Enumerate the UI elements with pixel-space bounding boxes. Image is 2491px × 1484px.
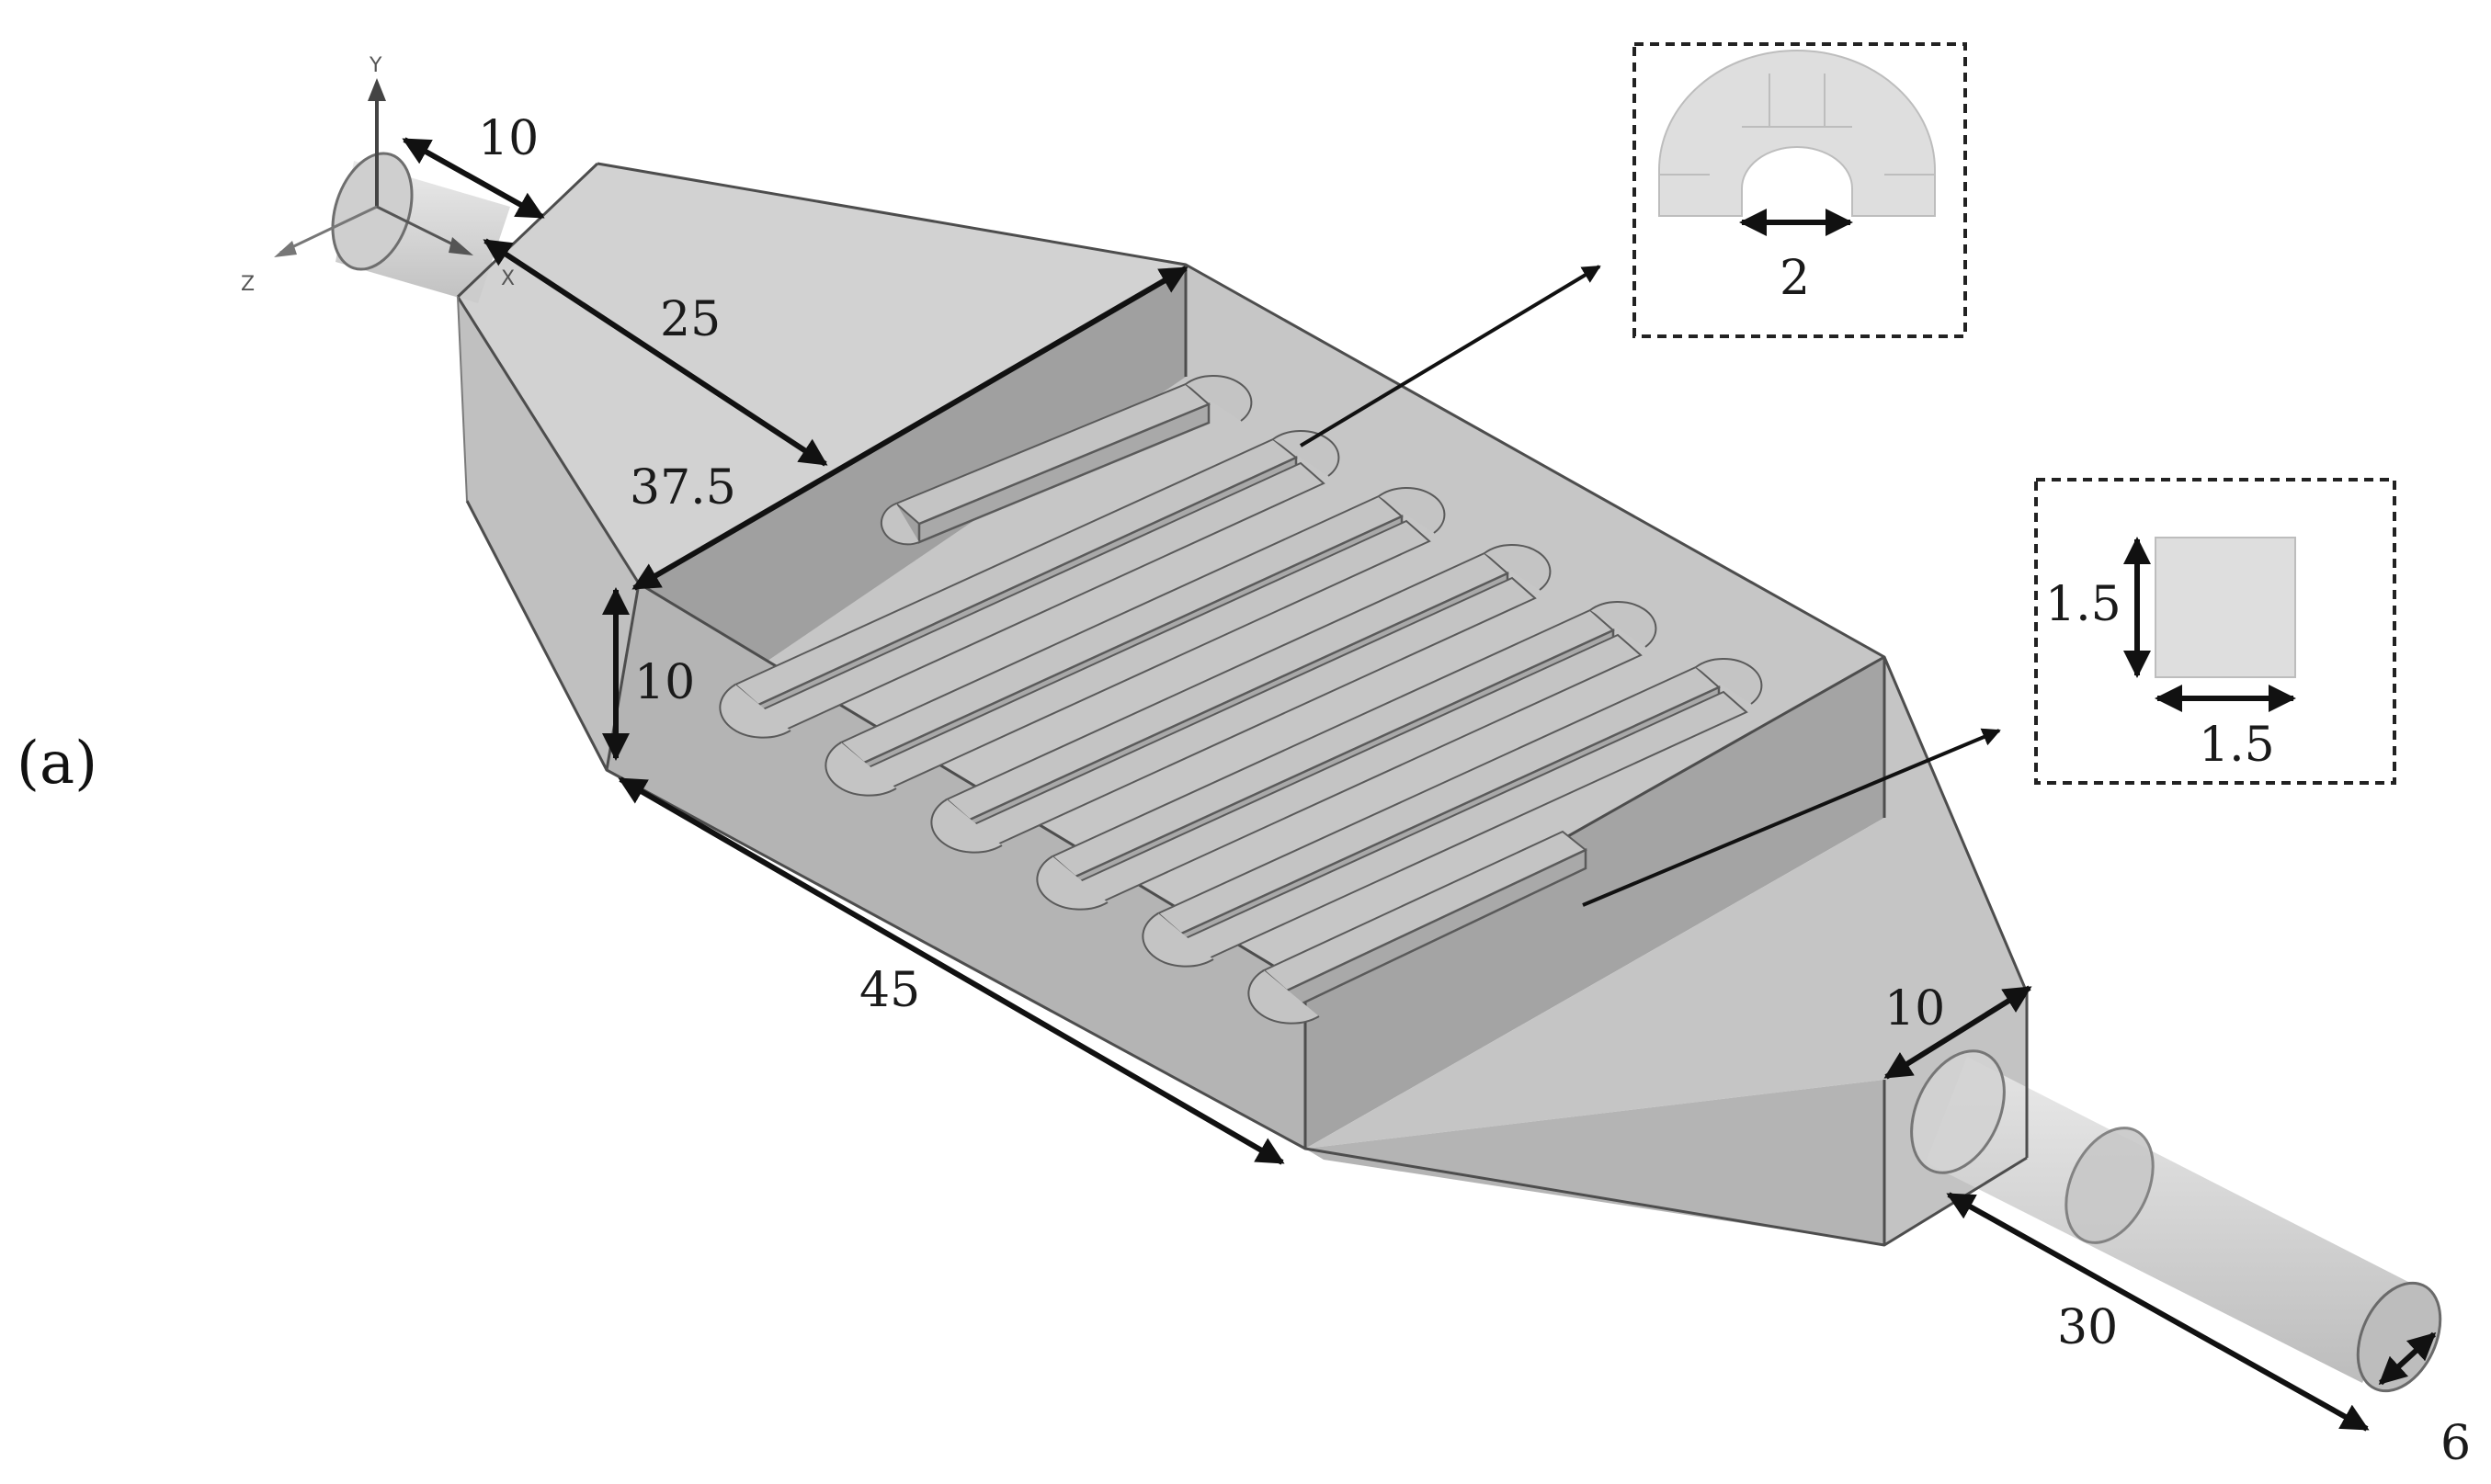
outlet-taper-top — [1305, 657, 2027, 1149]
block-right-face — [1305, 657, 1884, 1149]
dim-outlet-taper — [1883, 985, 2032, 1080]
dim-outlet-pipe-length — [1946, 1192, 2370, 1432]
u-bend — [1589, 601, 1657, 648]
dim-label-inlet-length: 10 — [478, 111, 539, 166]
outlet-taper-front — [1305, 1080, 1884, 1245]
dim-label-block-height: 10 — [634, 655, 695, 710]
axis-triad: Y Z X — [241, 54, 515, 296]
leader-to-section-inset — [1582, 728, 2001, 907]
axis-x-label: X — [501, 267, 515, 290]
u-bend — [1484, 544, 1552, 591]
panel-label: (a) — [17, 730, 97, 798]
inset-cross-section: 1.5 1.5 — [2034, 478, 2396, 785]
dim-outlet-pipe-diameter — [2378, 1331, 2437, 1386]
channel-strip — [839, 494, 1431, 789]
inset-bend: 2 — [1632, 42, 1967, 338]
outlet-pipe — [1910, 1049, 2442, 1393]
inset-bend-gap-label: 2 — [1780, 251, 1810, 306]
dim-label-outlet-pipe-length: 30 — [2057, 1300, 2118, 1355]
dim-label-block-length: 45 — [859, 963, 920, 1018]
axis-z-label: Z — [241, 273, 255, 296]
u-bend — [1185, 375, 1253, 422]
dim-label-outlet-taper: 10 — [1884, 981, 1945, 1037]
dimension-lines — [402, 137, 2437, 1432]
inset-section-width-label: 1.5 — [2199, 718, 2275, 773]
u-bend — [1272, 430, 1340, 477]
u-bend — [1695, 658, 1763, 705]
inset-section-height-label: 1.5 — [2045, 577, 2121, 632]
dim-block-width — [631, 266, 1189, 591]
u-bend — [719, 684, 791, 739]
dim-inlet-length — [402, 137, 545, 220]
dim-label-block-width: 37.5 — [630, 460, 736, 515]
axis-y-label: Y — [369, 54, 382, 77]
dim-label-outlet-pipe-diameter: 6 — [2440, 1416, 2471, 1471]
channel-strip — [1156, 665, 1748, 960]
leader-to-bend-inset — [1299, 265, 1601, 447]
u-bend — [1378, 487, 1446, 534]
dim-block-length — [618, 776, 1285, 1165]
dim-label-taper-length: 25 — [660, 292, 721, 347]
